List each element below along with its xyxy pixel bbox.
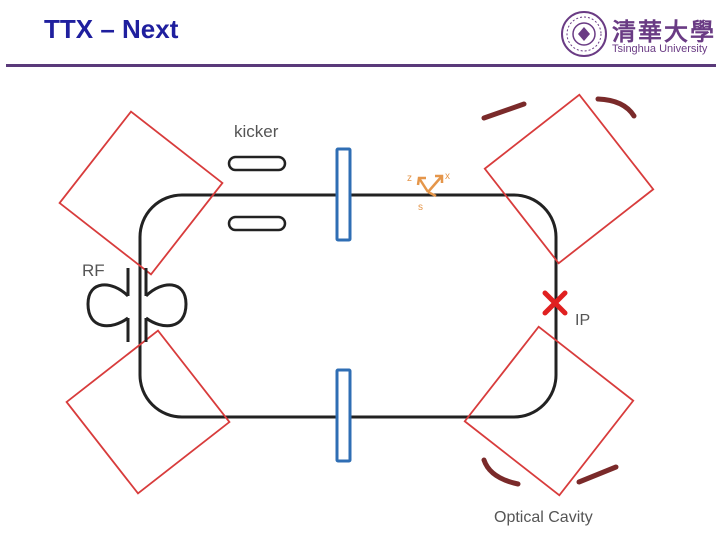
- cavity-mirror-bottom-left: [65, 329, 231, 495]
- university-seal-icon: [561, 11, 607, 57]
- ip-label: IP: [575, 312, 590, 329]
- kicker-magnet-upper: [227, 155, 287, 172]
- cavity-mirror-bar-top: [481, 101, 527, 121]
- cavity-mirror-bar-bottom: [576, 464, 619, 485]
- logo-english-name: Tsinghua University: [612, 43, 708, 55]
- rf-label: RF: [82, 261, 105, 280]
- cavity-mirror-arc-bottom: [481, 457, 521, 487]
- bpm-top: [335, 147, 352, 242]
- kicker-label: kicker: [234, 122, 279, 141]
- cavity-mirror-bottom-right: [463, 325, 635, 497]
- optical-cavity-label: Optical Cavity: [494, 509, 593, 526]
- cavity-mirror-arc-top: [595, 96, 637, 119]
- bpm-bottom: [335, 368, 352, 463]
- logo-chinese-name: 清華大學: [612, 17, 716, 46]
- coordinate-axes-icon: [416, 174, 444, 198]
- rf-cavity: [86, 268, 188, 342]
- cavity-mirror-top-right: [483, 93, 655, 265]
- tsinghua-logo: 清華大學 Tsinghua University: [560, 10, 714, 60]
- axis-x-label: x: [445, 171, 450, 182]
- axis-s-label: s: [418, 202, 423, 213]
- axis-z-label: z: [407, 173, 412, 184]
- slide-title: TTX – Next: [44, 14, 179, 44]
- kicker-magnet-lower: [227, 215, 287, 232]
- cavity-mirror-top-left: [58, 110, 224, 276]
- title-divider: [6, 64, 716, 67]
- ip-marker-icon: [542, 290, 568, 316]
